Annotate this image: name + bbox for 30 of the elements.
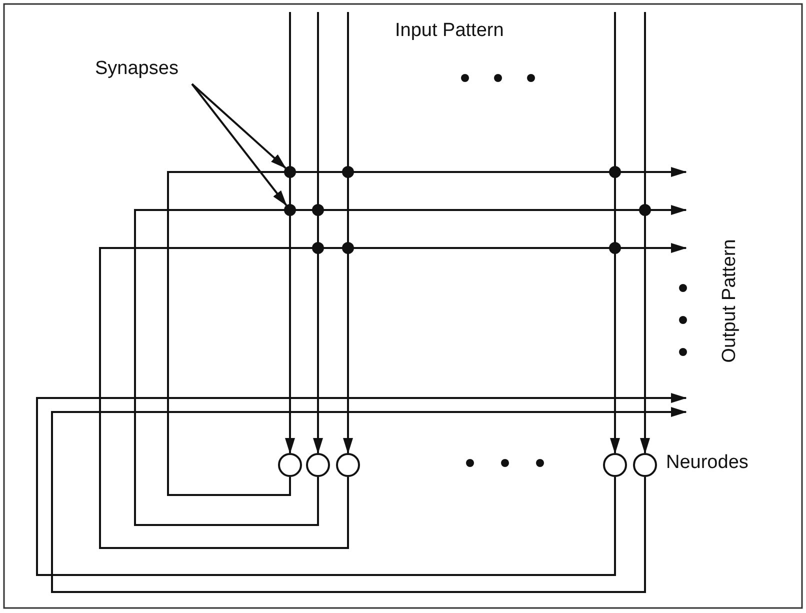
output-arrow (99, 243, 687, 549)
input-arrow (313, 12, 323, 454)
synapse-dot (284, 166, 296, 178)
synapse-dot (342, 242, 354, 254)
neurode-circle (603, 453, 627, 477)
input-arrow (343, 12, 353, 454)
output-arrow (167, 167, 687, 496)
synapse-dot (639, 204, 651, 216)
output-arrow (134, 205, 687, 526)
input-arrow (610, 12, 620, 454)
synapse-dot (312, 242, 324, 254)
input-pattern-label: Input Pattern (395, 20, 504, 42)
synapse-dot (284, 204, 296, 216)
synapse-dot (609, 242, 621, 254)
neurodes-label: Neurodes (666, 452, 748, 474)
input-arrow (285, 12, 295, 454)
input-arrow (640, 12, 650, 454)
synapse-dot (609, 166, 621, 178)
neurode-circle (336, 453, 360, 477)
output-arrow (36, 393, 687, 576)
leader-line (191, 83, 286, 169)
output-pattern-label: Output Pattern (718, 239, 741, 363)
neurode-circle (306, 453, 330, 477)
neurode-circle (633, 453, 657, 477)
synapses-label: Synapses (95, 58, 178, 80)
neurode-circle (278, 453, 302, 477)
output-arrow (51, 407, 687, 593)
leader-line (191, 83, 288, 206)
synapse-dot (342, 166, 354, 178)
synapse-dot (312, 204, 324, 216)
